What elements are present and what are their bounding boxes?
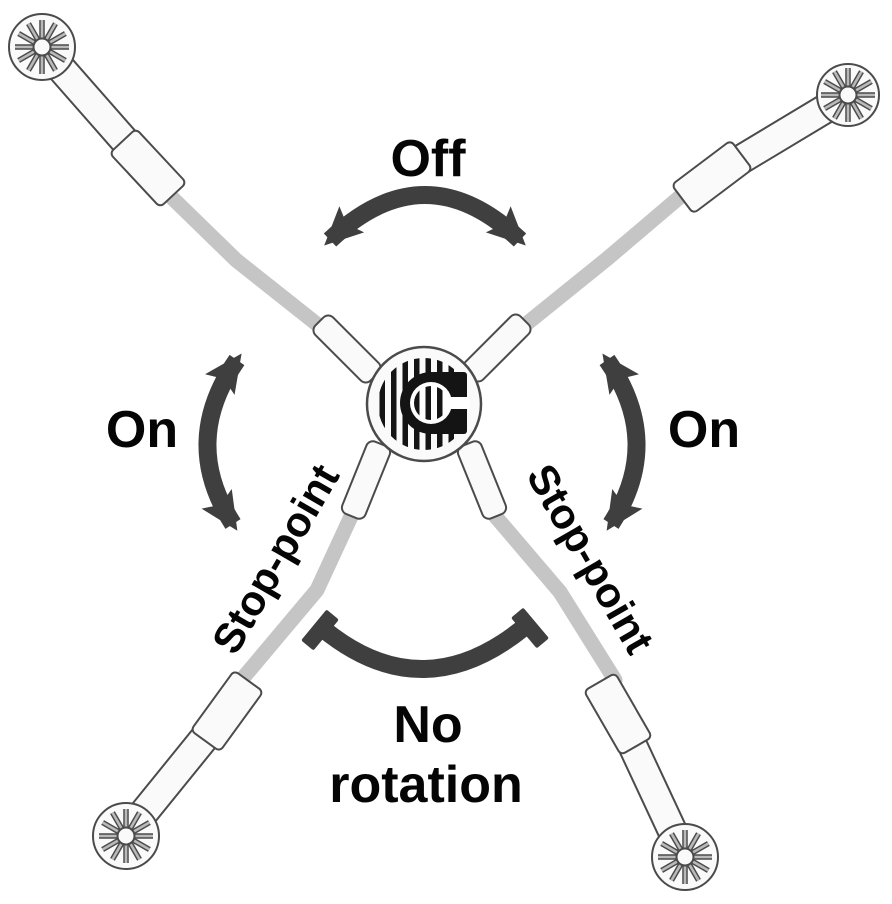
center-hub — [365, 345, 483, 463]
label-no-rotation-line2: rotation — [329, 756, 523, 814]
label-off: Off — [390, 130, 466, 188]
no-rotation-arc — [301, 608, 549, 678]
arm-sleeve — [110, 129, 186, 207]
stub-bottom-left — [340, 440, 392, 520]
label-no-rotation-line1: No — [393, 696, 462, 754]
connecting-rods — [152, 178, 696, 688]
rod-top-left — [152, 178, 360, 360]
arrowhead-top — [205, 353, 242, 395]
on-rotation-arrow-right — [599, 353, 646, 531]
arm-sleeve — [191, 671, 263, 751]
label-on-left: On — [106, 401, 178, 459]
rod-top-right — [486, 182, 696, 358]
rotor-arm-top-right — [672, 63, 880, 213]
paddle-wheel-icon — [8, 13, 76, 81]
rod-bottom-left — [235, 502, 362, 686]
stop-bar-right — [511, 608, 549, 648]
hub-c-clamp-icon — [400, 372, 470, 434]
off-rotation-arrow — [323, 186, 527, 247]
hub-stubs — [312, 313, 532, 520]
paddle-wheel-icon — [651, 823, 719, 891]
paddle-wheel-icon — [92, 802, 160, 870]
rod-bottom-right — [482, 502, 623, 688]
stub-top-left — [312, 314, 382, 384]
arrowhead-left — [324, 206, 365, 246]
paddle-wheel-icon — [816, 63, 880, 127]
rotor-arm-bottom-right — [584, 673, 719, 891]
stop-bar-left — [301, 610, 339, 650]
rotor-arm-bottom-left — [92, 671, 263, 870]
arm-sleeve — [672, 141, 752, 213]
arrowhead-bottom — [201, 489, 238, 531]
arrowhead-right — [485, 206, 526, 246]
on-rotation-arrow-left — [198, 353, 245, 531]
arrowhead-bottom — [606, 489, 643, 531]
stub-bottom-right — [456, 440, 508, 520]
label-on-right: On — [668, 401, 740, 459]
arrowhead-top — [602, 353, 639, 395]
arm-sleeve — [584, 673, 652, 755]
rotor-arm-top-left — [8, 13, 186, 207]
